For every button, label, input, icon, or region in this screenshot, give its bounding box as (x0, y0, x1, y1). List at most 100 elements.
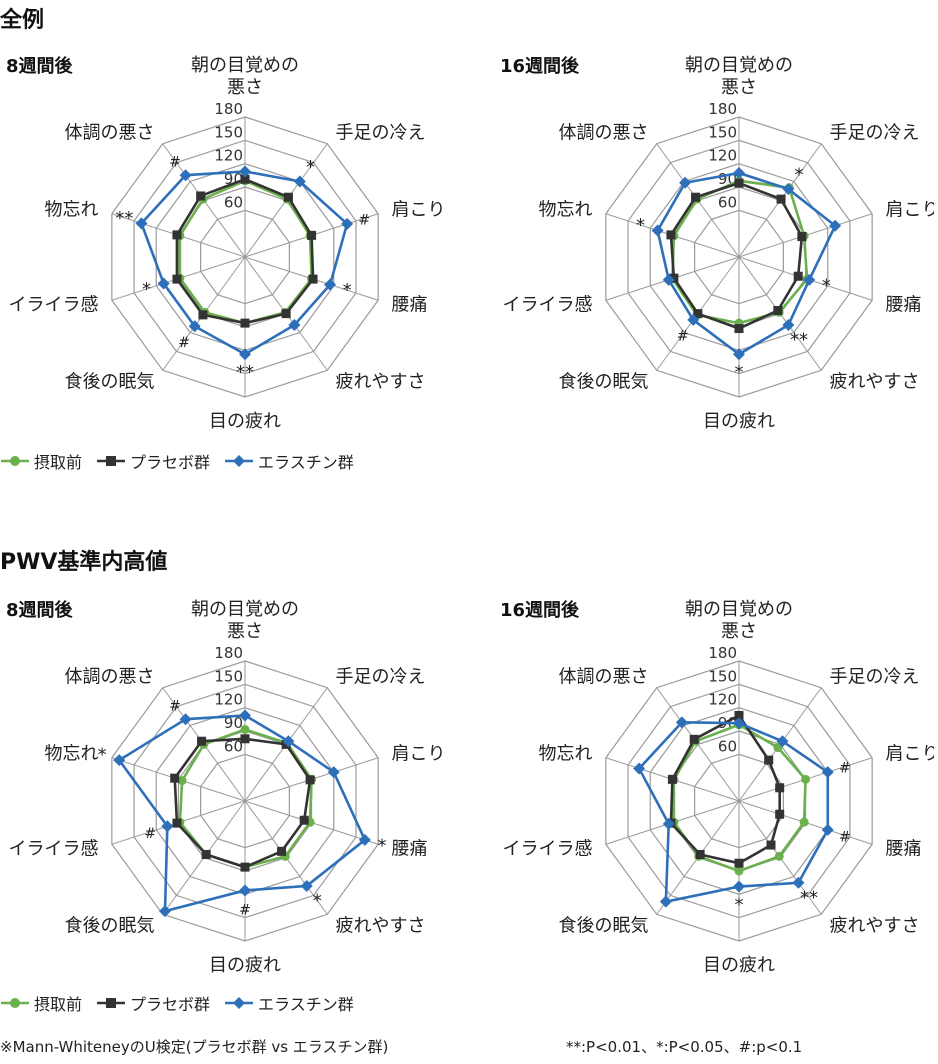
radar-chart: 6090120150180朝の目覚めの悪さ手足の冷え肩こり腰痛疲れやすさ目の疲れ… (503, 55, 934, 432)
axis-label: イライラ感 (9, 839, 99, 860)
axis-label-line: 体調の悪さ (558, 122, 648, 143)
data-point (734, 858, 744, 868)
section-title-pwv: PWV基準内高値 (0, 550, 168, 575)
data-point (172, 818, 182, 828)
data-point (659, 895, 672, 908)
axis-label: 目の疲れ (209, 411, 281, 432)
data-point (766, 840, 776, 850)
legend-marker-square (97, 456, 126, 466)
axis-label: 手足の冷え (336, 666, 426, 687)
axis-label-line: 目の疲れ (209, 411, 281, 432)
data-point (776, 194, 786, 204)
axis-label-line: 腰痛 (885, 295, 921, 316)
data-point (288, 318, 301, 331)
axis-label-line: イライラ感 (9, 295, 99, 316)
axis-label-line: 手足の冷え (336, 122, 426, 143)
axis-label: 疲れやすさ (336, 372, 426, 393)
significance-mark: * (343, 280, 352, 301)
panel-title: 16週間後 (500, 56, 580, 77)
axis-label-line: 疲れやすさ (830, 372, 920, 393)
data-point (299, 815, 309, 825)
legend-item-before: 摂取前 (0, 449, 82, 473)
significance-mark: * (313, 891, 322, 912)
data-point (675, 716, 688, 729)
axis-label-line: 目の疲れ (703, 411, 775, 432)
legend-marker-diamond (225, 455, 254, 467)
data-point (358, 833, 371, 846)
axis-label-line: 目の疲れ (703, 955, 775, 976)
axis-label: 体調の悪さ (64, 122, 154, 143)
axis-label: 物忘れ (539, 199, 593, 220)
tick-label: 180 (214, 644, 243, 662)
legend-item-elastin: エラスチン群 (224, 449, 354, 473)
data-point (782, 183, 795, 196)
tick-label: 90 (224, 714, 243, 732)
series-diamond (633, 716, 834, 908)
data-point (157, 277, 170, 290)
axis-label-line: 手足の冷え (336, 666, 426, 687)
axis-label: 手足の冷え (830, 666, 920, 687)
data-point (764, 755, 774, 765)
data-point (300, 879, 313, 892)
significance-mark: * (306, 157, 315, 178)
axis-label-line: 腰痛 (885, 839, 921, 860)
axis-label-line: 悪さ (721, 77, 757, 98)
axis-label: 目の疲れ (209, 955, 281, 976)
significance-mark: * (98, 745, 107, 766)
axis-label-line: 手足の冷え (830, 666, 920, 687)
tick-label: 180 (708, 100, 737, 118)
data-point (240, 862, 250, 872)
axis-label: 疲れやすさ (830, 372, 920, 393)
axis-label: 手足の冷え (830, 122, 920, 143)
data-point (239, 165, 251, 178)
data-point (239, 709, 251, 722)
data-point (633, 762, 646, 775)
axis-label: 疲れやすさ (830, 916, 920, 937)
axis-label-line: 食後の眠気 (558, 916, 648, 937)
data-point (821, 766, 834, 779)
axis-label-line: 体調の悪さ (558, 666, 648, 687)
significance-mark: * (142, 279, 151, 300)
data-point (801, 774, 811, 784)
legend-label: 摂取前 (34, 995, 83, 1014)
data-point (693, 309, 703, 319)
tick-label: 180 (708, 644, 737, 662)
data-point (240, 174, 250, 184)
data-point (734, 324, 744, 334)
axis-label: イライラ感 (503, 839, 593, 860)
axis-label: 疲れやすさ (336, 916, 426, 937)
tick-label: 60 (718, 737, 737, 755)
axis-label-line: 朝の目覚めの (685, 599, 793, 620)
data-point (687, 313, 700, 326)
axis-label-line: 体調の悪さ (64, 666, 154, 687)
axis-label-line: イライラ感 (503, 839, 593, 860)
axis-label-line: 悪さ (227, 77, 263, 98)
panel-title: 8週間後 (6, 56, 73, 77)
footnote: ※Mann-WhiteneyのU検定(プラセボ群 vs エラスチン群) **:P… (0, 1036, 938, 1057)
significance-mark: ** (800, 887, 818, 908)
axis-label: 朝の目覚めの悪さ (685, 599, 793, 642)
series-square (172, 174, 318, 328)
axis-label: イライラ感 (503, 295, 593, 316)
tick-label: 60 (224, 193, 243, 211)
axis-label: 目の疲れ (703, 411, 775, 432)
data-point (829, 219, 842, 232)
significance-mark: # (358, 212, 370, 228)
data-point (240, 318, 250, 328)
axis-label-line: 疲れやすさ (336, 916, 426, 937)
series-line (656, 171, 837, 356)
data-point (662, 817, 675, 830)
significance-mark: # (239, 902, 251, 918)
data-point (691, 192, 701, 202)
data-point (651, 224, 664, 237)
data-point (773, 305, 783, 315)
significance-mark: ** (115, 208, 133, 229)
data-point (669, 273, 679, 283)
significance-mark: # (839, 829, 851, 845)
axis-label: 体調の悪さ (558, 666, 648, 687)
legend-bottom: 摂取前 プラセボ群 エラスチン群 (0, 990, 368, 1016)
tick-label: 60 (718, 193, 737, 211)
data-point (776, 735, 789, 748)
axis-label-line: 疲れやすさ (336, 372, 426, 393)
